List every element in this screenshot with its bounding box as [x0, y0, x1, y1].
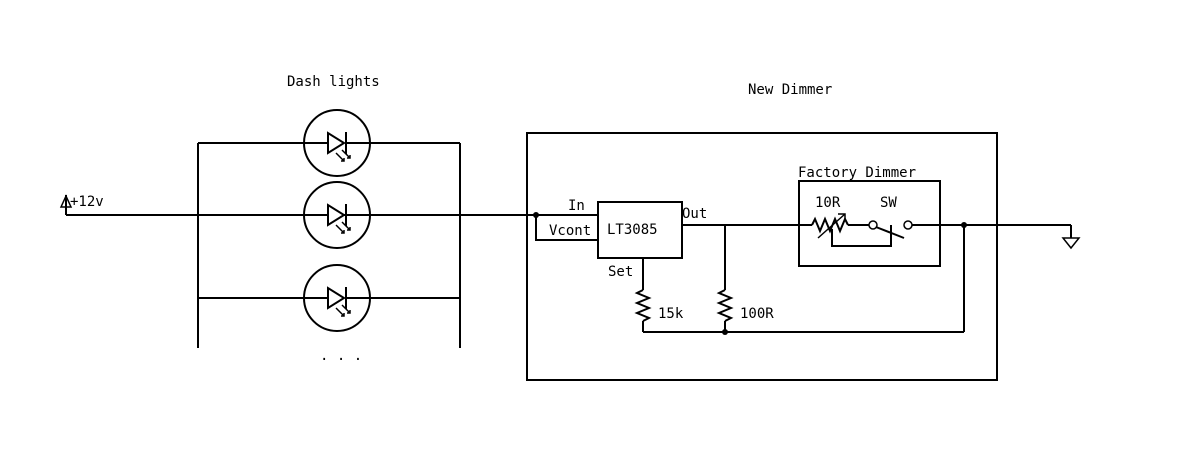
r-set-label: 15k — [658, 306, 684, 322]
switch-icon — [868, 220, 964, 239]
switch-label: SW — [880, 195, 897, 211]
led-icon — [303, 109, 371, 177]
lt3085-chip — [597, 201, 683, 259]
in-pin-label: In — [568, 198, 585, 214]
led-icon — [303, 181, 371, 249]
more-lights-ellipsis: . . . — [320, 348, 362, 364]
junction-dot — [722, 329, 728, 335]
supply-terminal — [59, 194, 536, 216]
chip-label: LT3085 — [607, 222, 658, 238]
new-dimmer-box — [526, 132, 998, 381]
vcont-pin-label: Vcont — [549, 223, 591, 239]
resistor-15k-icon — [634, 258, 652, 332]
dash-lights-label: Dash lights — [287, 74, 380, 90]
rheostat-label: 10R — [815, 195, 841, 211]
ground-icon — [1061, 225, 1081, 250]
dash-lights-rails — [197, 142, 461, 348]
supply-label: +12v — [70, 194, 104, 210]
factory-dimmer-box — [798, 180, 941, 267]
out-pin-label: Out — [682, 206, 707, 222]
set-pin-label: Set — [608, 264, 633, 280]
resistor-100r-icon — [716, 225, 734, 332]
rheostat-10r-icon — [811, 213, 892, 247]
r-load-label: 100R — [740, 306, 774, 322]
new-dimmer-label: New Dimmer — [748, 82, 832, 98]
led-icon — [303, 264, 371, 332]
factory-dimmer-label: Factory Dimmer — [798, 165, 916, 181]
